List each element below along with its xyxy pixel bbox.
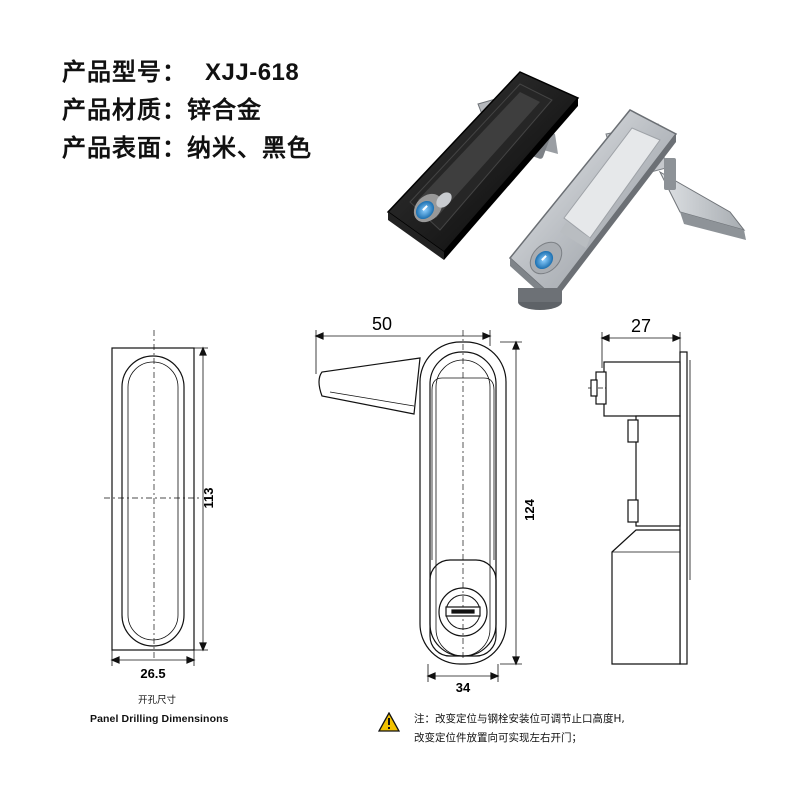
dim-side-depth: 27: [631, 316, 651, 336]
note-line-1: 注：改变定位与钢栓安装位可调节止口高度H,: [414, 713, 625, 725]
dim-handle-length: 50: [372, 314, 392, 334]
dim-cutout-height: 113: [201, 488, 216, 509]
note-line-2: 改变定位件放置向可实现左右开门；: [414, 732, 582, 744]
side-view: [588, 332, 691, 665]
drilling-caption-cn: 开孔尺寸: [138, 695, 177, 706]
model-value: XJJ-618: [205, 59, 300, 86]
dim-cutout-width: 26.5: [140, 666, 165, 681]
product-photo: [386, 71, 746, 310]
install-note: 注：改变定位与钢栓安装位可调节止口高度H, 改变定位件放置向可实现左右开门；: [378, 710, 778, 748]
black-lock: [386, 71, 580, 260]
panel-cutout-view: [104, 330, 208, 666]
drilling-caption-en: Panel Drilling Dimensinons: [90, 713, 229, 725]
surface-label: 产品表面：: [62, 134, 187, 162]
chrome-lock: [508, 109, 746, 310]
technical-drawing: 113 26.5 50: [104, 314, 691, 695]
dim-body-height: 124: [522, 498, 537, 520]
surface-value: 纳米、黑色: [187, 134, 312, 162]
spec-model: 产品型号： XJJ-618: [62, 52, 299, 87]
material-value: 锌合金: [187, 96, 262, 124]
warning-triangle-icon: [378, 712, 400, 732]
material-label: 产品材质：: [62, 96, 187, 124]
model-label: 产品型号：: [62, 58, 187, 86]
spec-material: 产品材质：锌合金: [62, 90, 262, 125]
front-view: [314, 330, 522, 682]
drilling-caption: 开孔尺寸 Panel Drilling Dimensinons: [90, 692, 290, 725]
spec-surface: 产品表面：纳米、黑色: [62, 128, 312, 163]
dim-body-width: 34: [456, 680, 471, 695]
